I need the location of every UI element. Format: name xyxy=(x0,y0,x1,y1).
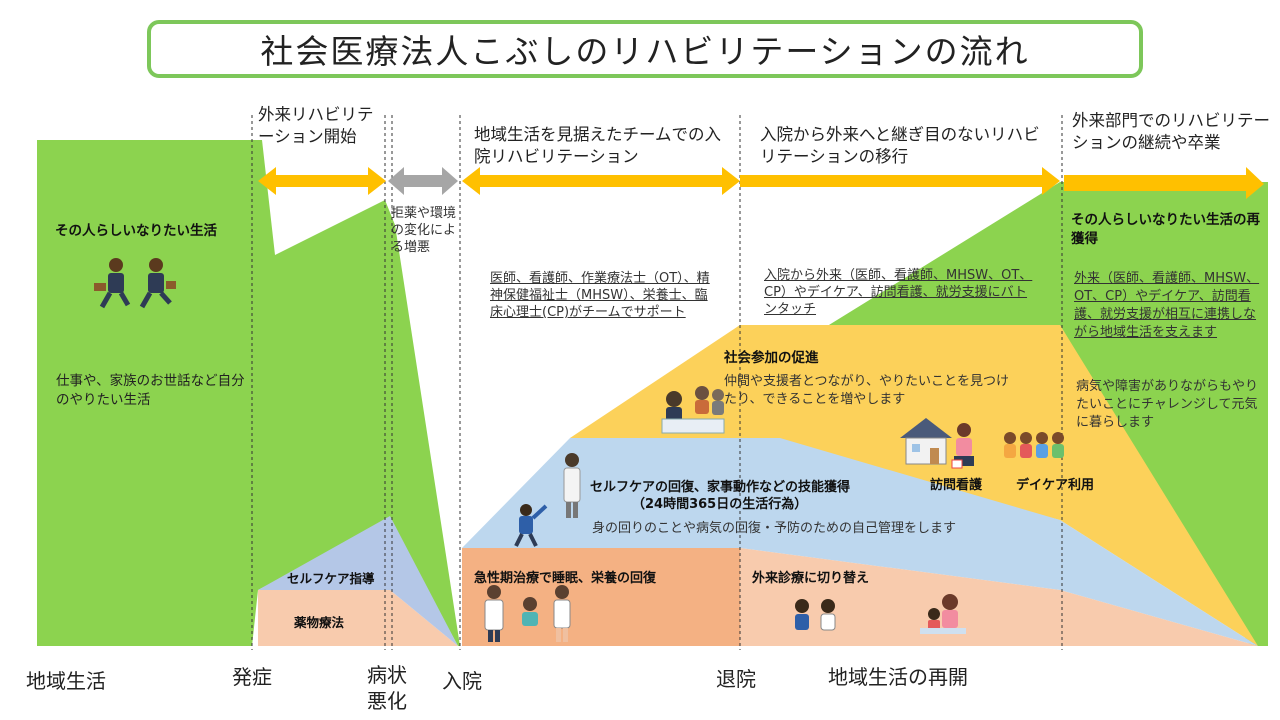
axis-worsening: 病状悪化 xyxy=(367,663,407,713)
selfcare-skill-heading: セルフケアの回復、家事動作などの技能獲得 xyxy=(590,480,851,495)
phase-inpatient: 地域生活を見据えたチームでの入院リハビリテーション xyxy=(474,125,722,166)
right-heading: その人らしいなりたい生活の再獲得 xyxy=(1071,212,1260,247)
social-participation-area xyxy=(570,325,1258,646)
acute-treatment-area xyxy=(462,548,740,646)
page-title: 社会医療法人こぶしのリハビリテーションの流れ xyxy=(260,32,1030,71)
team-support: 医師、看護師、作業療法士（OT）、精神保健福祉士（MHSW）、栄養士、臨床心理士… xyxy=(490,271,710,320)
social-heading: 社会参加の促進 xyxy=(724,350,819,366)
arrow-transition xyxy=(740,167,1060,195)
nurse-standing-icon xyxy=(563,453,581,518)
outpatient-switch-label: 外来診療に切り替え xyxy=(752,571,870,586)
axis-admission: 入院 xyxy=(442,669,482,693)
selfcare-skill-body: 身の回りのことや病気の回復・予防のための自己管理をします xyxy=(592,521,957,536)
refusal-note: 拒薬や環境の変化による増悪 xyxy=(391,206,457,255)
daycare-label: デイケア利用 xyxy=(1016,478,1095,493)
acute-care-icon xyxy=(484,585,571,642)
phase-transition: 入院から外来へと継ぎ目のないリハビリテーションの移行 xyxy=(760,125,1040,166)
green-recovery-area xyxy=(462,182,1268,646)
team-meeting-icon xyxy=(661,386,725,434)
acute-label: 急性期治療で睡眠、栄養の回復 xyxy=(474,571,657,586)
running-businessmen-icon xyxy=(94,258,176,309)
baton-touch: 入院から外来（医師、看護師、MHSW、OT、CP）やデイケア、訪問看護、就労支援… xyxy=(764,268,1033,317)
outpatient-consult-icon xyxy=(795,599,836,631)
green-community-area-left xyxy=(37,140,252,646)
phase-dividers xyxy=(251,115,1063,650)
green-onset-drop xyxy=(252,140,460,646)
axis-onset: 発症 xyxy=(232,665,272,689)
selfcare-guidance-label: セルフケア指導 xyxy=(287,571,375,586)
outpatient-switch-area xyxy=(740,548,1258,646)
visiting-nurse-icon xyxy=(951,423,974,469)
right-body: 病気や障害がありながらもやりたいことにチャレンジして元気に暮らします xyxy=(1076,379,1259,430)
visit-nursing-label: 訪問看護 xyxy=(930,478,983,493)
left-heading: その人らしいなりたい生活 xyxy=(55,223,217,239)
daycare-group-icon xyxy=(1004,432,1064,458)
axis-resume: 地域生活の再開 xyxy=(828,665,968,689)
phase-outpatient-continue: 外来部門でのリハビリテーションの継続や卒業 xyxy=(1072,111,1270,152)
axis-discharge: 退院 xyxy=(716,667,756,691)
house-icon xyxy=(900,418,952,465)
right-support: 外来（医師、看護師、MHSW、OT、CP）やデイケア、訪問看護、就労支援が相互に… xyxy=(1074,271,1260,340)
arrow-refusal xyxy=(388,167,458,195)
axis-community-life: 地域生活 xyxy=(26,669,106,693)
social-body: 仲間や支援者とつながり、やりたいことを見つけたり、できることを増やします xyxy=(724,374,1009,407)
phase-arrows xyxy=(258,167,1264,199)
left-body: 仕事や、家族のお世話など自分のやりたい生活 xyxy=(56,373,245,408)
arrow-continue xyxy=(1064,167,1264,199)
selfcare-guidance-area xyxy=(258,516,458,646)
stretching-person-icon xyxy=(514,504,548,547)
title-box: 社会医療法人こぶしのリハビリテーションの流れ xyxy=(147,20,1143,78)
phase-outpatient-start: 外来リハビリテーション開始 xyxy=(258,105,374,146)
medication-label: 薬物療法 xyxy=(294,615,345,630)
medication-band xyxy=(258,590,458,646)
arrow-inpatient xyxy=(462,167,740,195)
arrow-outpatient-start xyxy=(258,167,386,195)
selfcare-recovery-area xyxy=(462,438,1258,646)
selfcare-skill-subheading: （24時間365日の生活行為） xyxy=(632,497,808,512)
patient-family-icon xyxy=(920,594,966,634)
